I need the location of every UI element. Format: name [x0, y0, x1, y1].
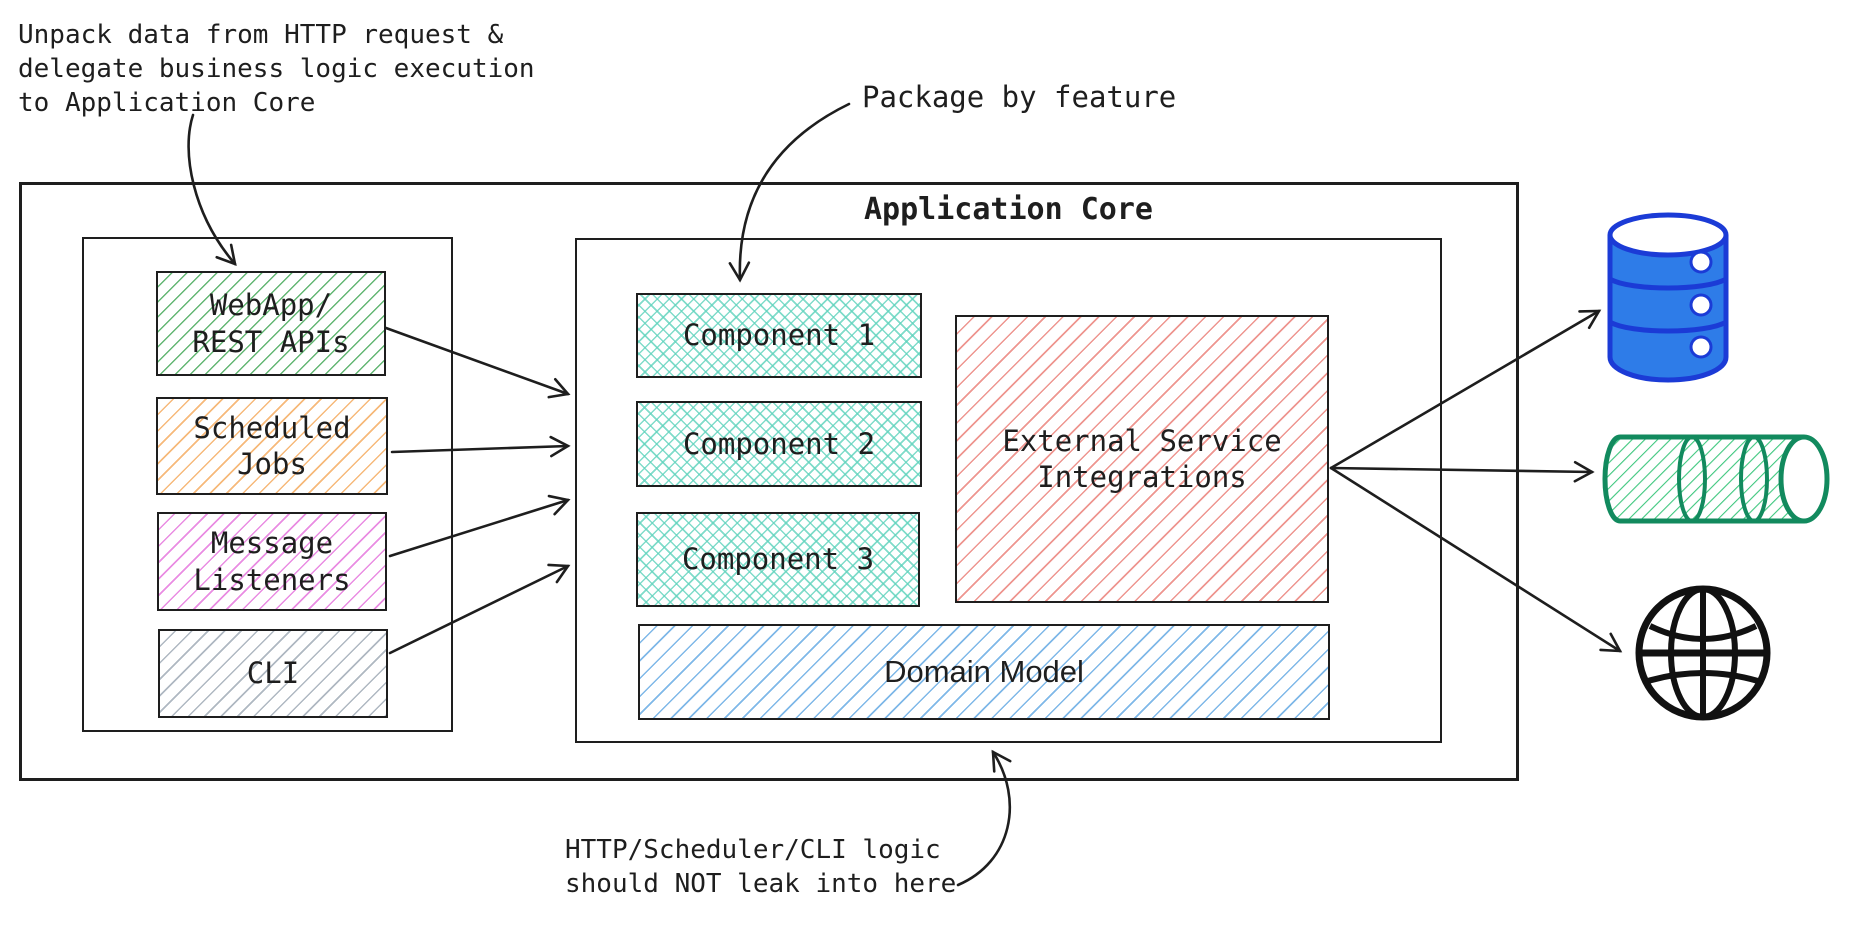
component-2-label: Component 2	[682, 426, 876, 461]
webapp-rest-apis-label: WebApp/ REST APIs	[192, 288, 350, 359]
database-icon	[1607, 212, 1729, 383]
domain-model-box: Domain Model	[638, 624, 1330, 720]
component-1-box: Component 1	[636, 293, 922, 378]
annotation-unpack-data: Unpack data from HTTP request & delegate…	[18, 20, 535, 118]
component-3-label: Component 3	[681, 542, 875, 577]
queue-cylinder-icon	[1602, 434, 1830, 524]
external-service-integrations-label: External Service Integrations	[1002, 423, 1282, 494]
message-listeners-box: Message Listeners	[157, 512, 387, 611]
external-service-integrations-box: External Service Integrations	[955, 315, 1329, 603]
webapp-rest-apis-box: WebApp/ REST APIs	[156, 271, 386, 376]
annotation-package-by-feature: Package by feature	[862, 80, 1177, 114]
globe-icon	[1635, 585, 1771, 721]
cli-label: CLI	[246, 656, 300, 691]
scheduled-jobs-label: Scheduled Jobs	[193, 410, 351, 481]
domain-model-label: Domain Model	[884, 653, 1084, 689]
message-listeners-label: Message Listeners	[193, 526, 351, 597]
adapters-group-box	[82, 237, 453, 732]
component-3-box: Component 3	[636, 512, 920, 607]
application-core-title: Application Core	[864, 192, 1153, 227]
scheduled-jobs-box: Scheduled Jobs	[156, 397, 388, 495]
cli-box: CLI	[158, 629, 388, 718]
component-2-box: Component 2	[636, 401, 922, 487]
annotation-no-leak: HTTP/Scheduler/CLI logic should NOT leak…	[565, 835, 957, 899]
component-1-label: Component 1	[682, 318, 876, 353]
